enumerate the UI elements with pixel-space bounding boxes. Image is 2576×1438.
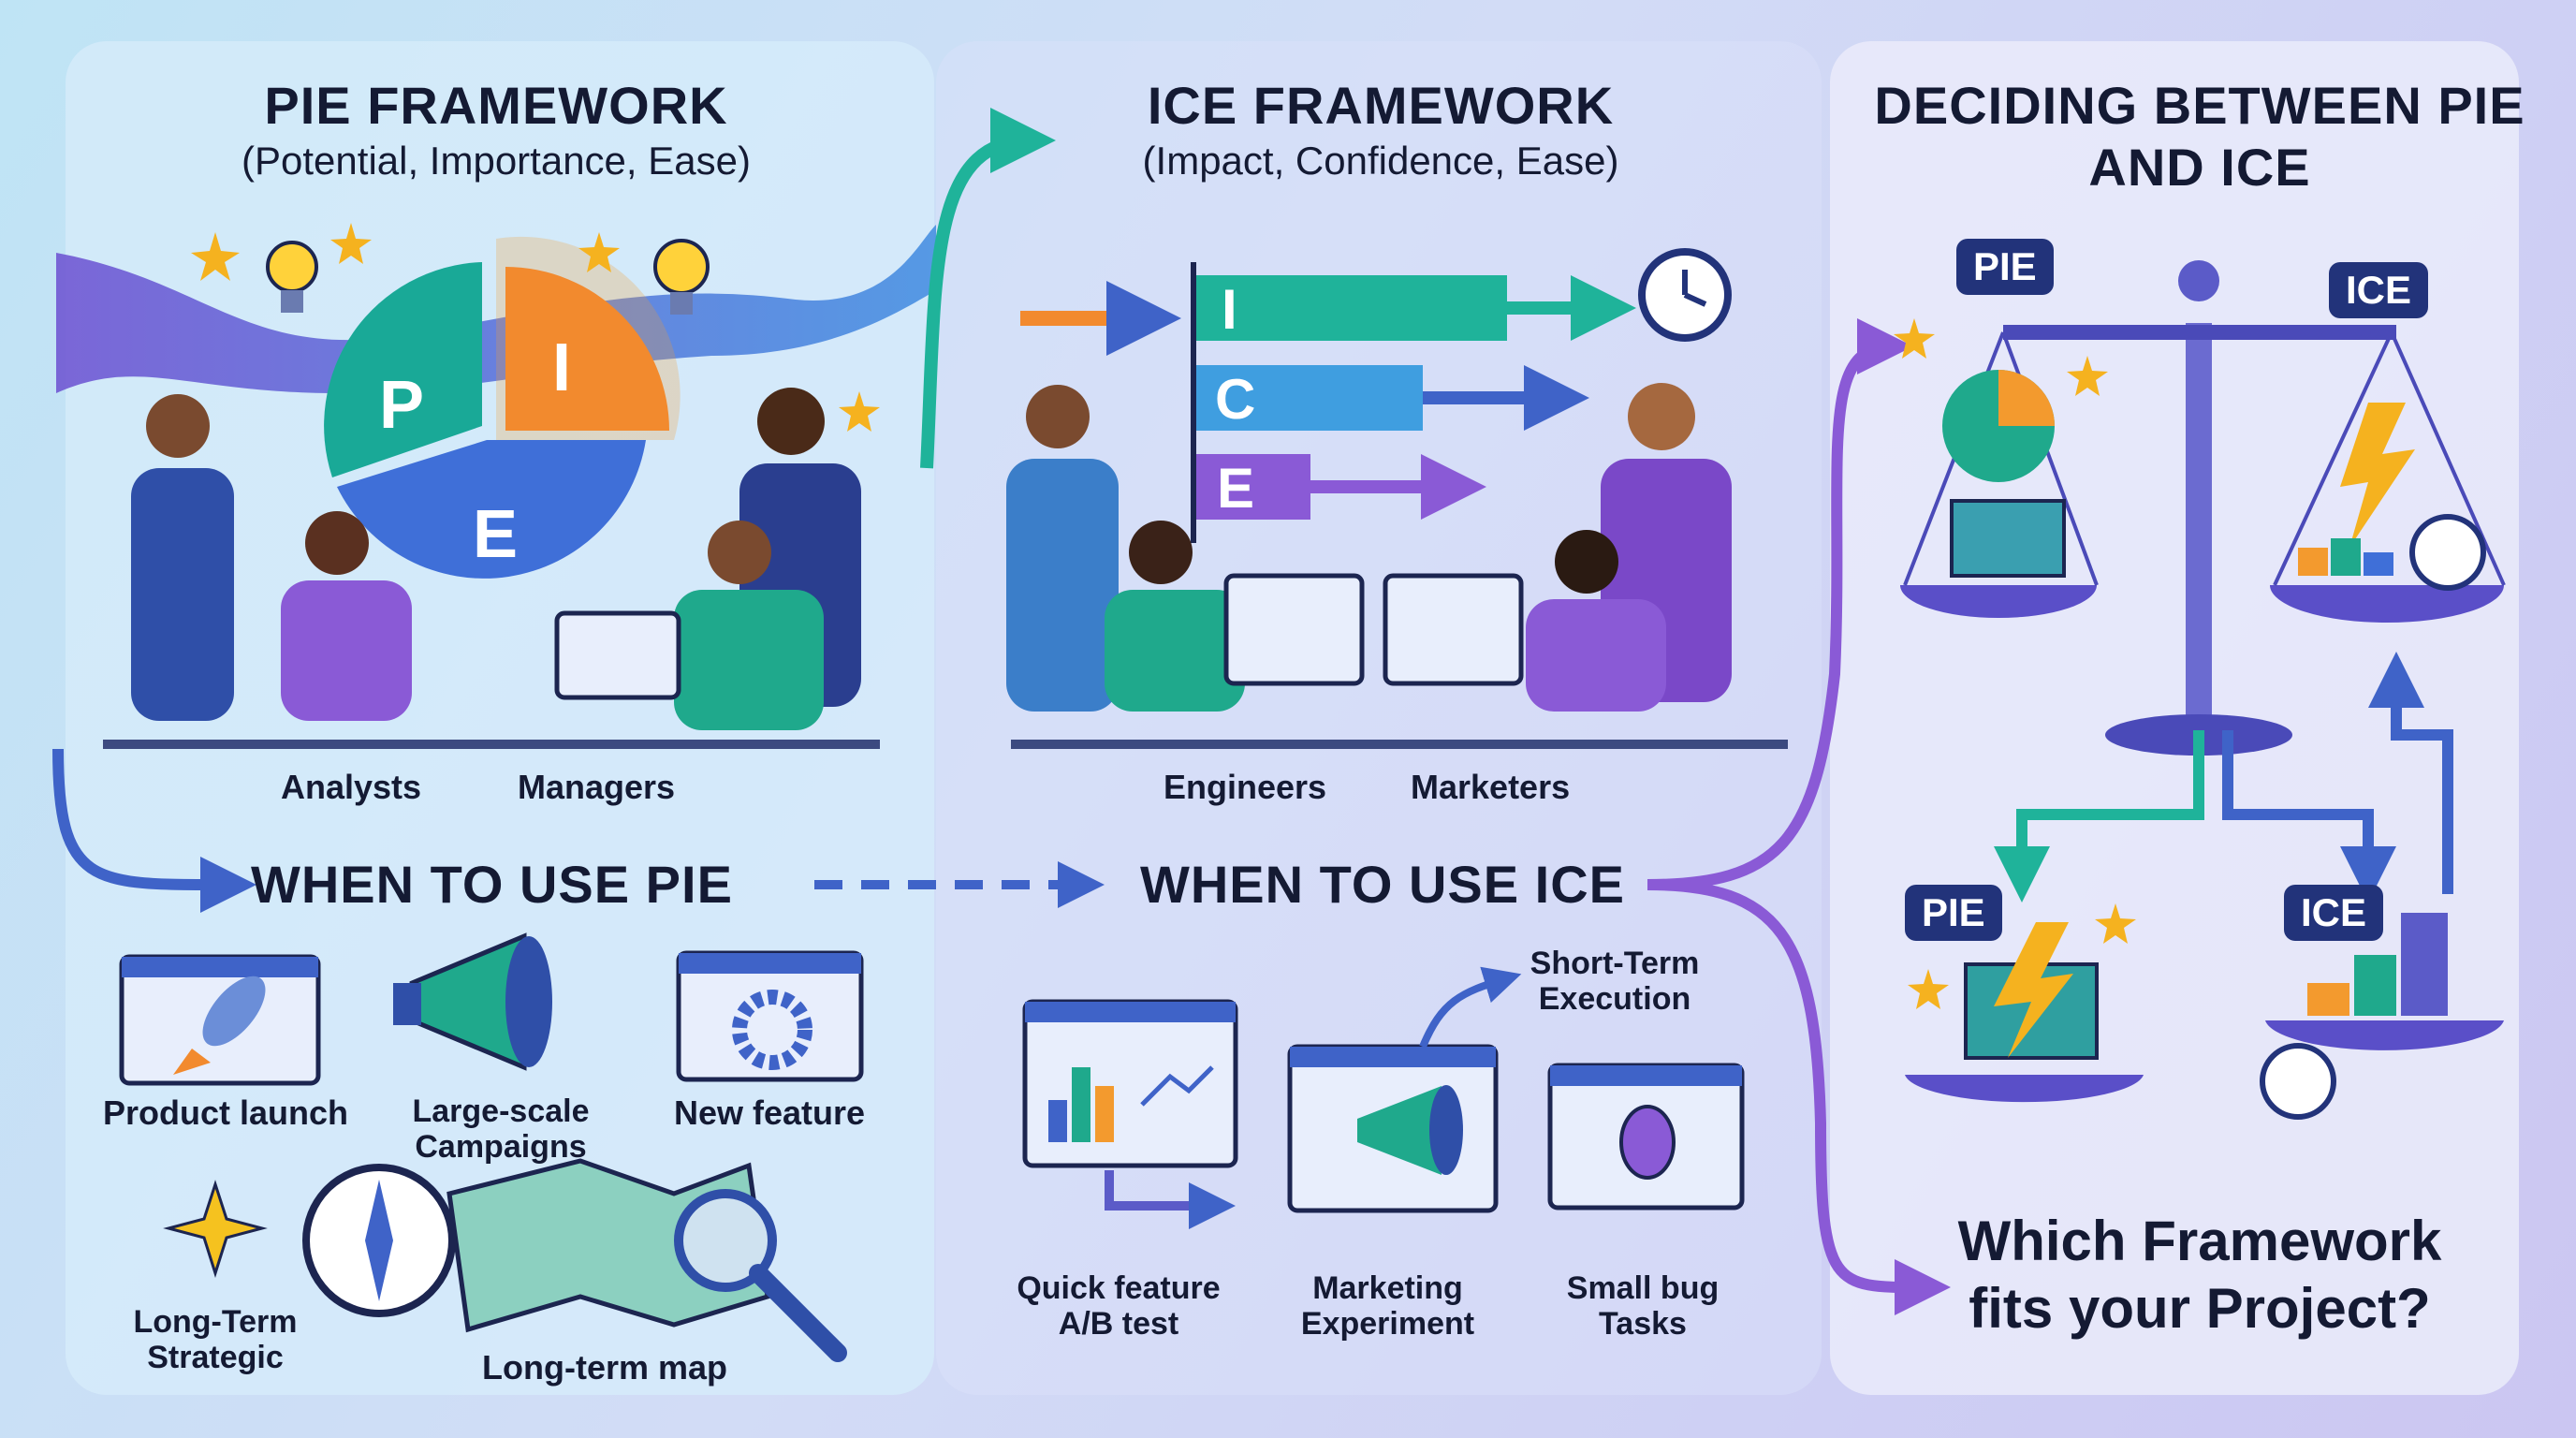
engineers-illustration (1006, 385, 1365, 712)
table-edge (103, 740, 880, 749)
ice-letter-i: I (1222, 278, 1237, 341)
role-engineers: Engineers (1164, 768, 1327, 806)
ice-subtitle: (Impact, Confidence, Ease) (1142, 139, 1619, 183)
decide-title: DECIDING BETWEEN PIE AND ICE (1874, 76, 2525, 197)
ab-test-chart-icon (1022, 999, 1238, 1168)
use-case-quick-ab-test: Quick feature A/B test (1017, 1270, 1221, 1342)
pie-letter-p: P (379, 368, 425, 443)
managers-illustration (554, 388, 861, 730)
use-case-marketing-experiment: Marketing Experiment (1300, 1270, 1475, 1342)
marketers-illustration (1383, 383, 1732, 712)
use-case-small-bug-tasks: Small bug Tasks (1566, 1270, 1720, 1342)
role-managers: Managers (518, 768, 676, 806)
ice-choice-illustration (2260, 913, 2504, 1120)
when-ice-heading: WHEN TO USE ICE (1140, 855, 1626, 914)
map-icon (446, 1158, 770, 1333)
star-decoration (191, 223, 2136, 1009)
short-term-execution-label: Short-Term Execution (1530, 946, 1700, 1017)
marketing-megaphone-icon (1287, 1044, 1499, 1213)
rocket-icon (119, 954, 321, 1086)
compass-icon (302, 1164, 456, 1317)
connector-arrow (1647, 318, 1913, 890)
balance-scale (1900, 260, 2506, 756)
connector-arrow (1647, 879, 1951, 1316)
connector-arrow (920, 108, 1056, 469)
settings-gear-icon (676, 950, 864, 1082)
use-case-long-term-map: Long-term map (482, 1348, 728, 1387)
pie-title: PIE FRAMEWORK (264, 76, 728, 135)
megaphone-icon (393, 932, 552, 1071)
lightbulb-icon (266, 241, 318, 313)
pie-chart (324, 236, 681, 579)
pie-choice-illustration (1905, 922, 2144, 1103)
use-case-large-scale-campaigns: Large-scale Campaigns (412, 1093, 590, 1165)
sparkle-icon (163, 1180, 268, 1278)
badge-pie-top: PIE (1956, 239, 2054, 295)
badge-pie-bottom: PIE (1905, 885, 2002, 941)
connector-arrow (2222, 730, 2396, 902)
connector-arrow (52, 748, 256, 914)
use-case-long-term-strategic: Long-Term Strategic (133, 1304, 298, 1375)
ice-bar-chart (1020, 262, 1636, 543)
badge-ice-top: ICE (2329, 262, 2429, 318)
ice-title: ICE FRAMEWORK (1147, 76, 1615, 135)
analysts-illustration (131, 394, 412, 721)
magnifier-icon (674, 1189, 847, 1362)
use-case-product-launch: Product launch (103, 1093, 349, 1132)
ice-letter-c: C (1215, 368, 1256, 431)
badge-ice-bottom: ICE (2284, 885, 2384, 941)
clock-icon (1638, 248, 1732, 342)
pie-letter-e: E (473, 497, 519, 572)
bug-icon (1547, 1063, 1745, 1211)
role-marketers: Marketers (1411, 768, 1571, 806)
pie-letter-i: I (552, 330, 572, 405)
role-analysts: Analysts (281, 768, 422, 806)
connector-arrow (1994, 730, 2204, 902)
ice-letter-e: E (1217, 457, 1255, 520)
use-case-new-feature: New feature (674, 1093, 866, 1132)
data-ribbon (56, 225, 936, 393)
pie-subtitle: (Potential, Importance, Ease) (242, 139, 751, 183)
when-pie-heading: WHEN TO USE PIE (251, 855, 733, 914)
closing-question: Which Framework fits your Project? (1957, 1210, 2442, 1340)
lightbulb-icon (653, 239, 710, 315)
connector-arrow (2368, 652, 2453, 894)
